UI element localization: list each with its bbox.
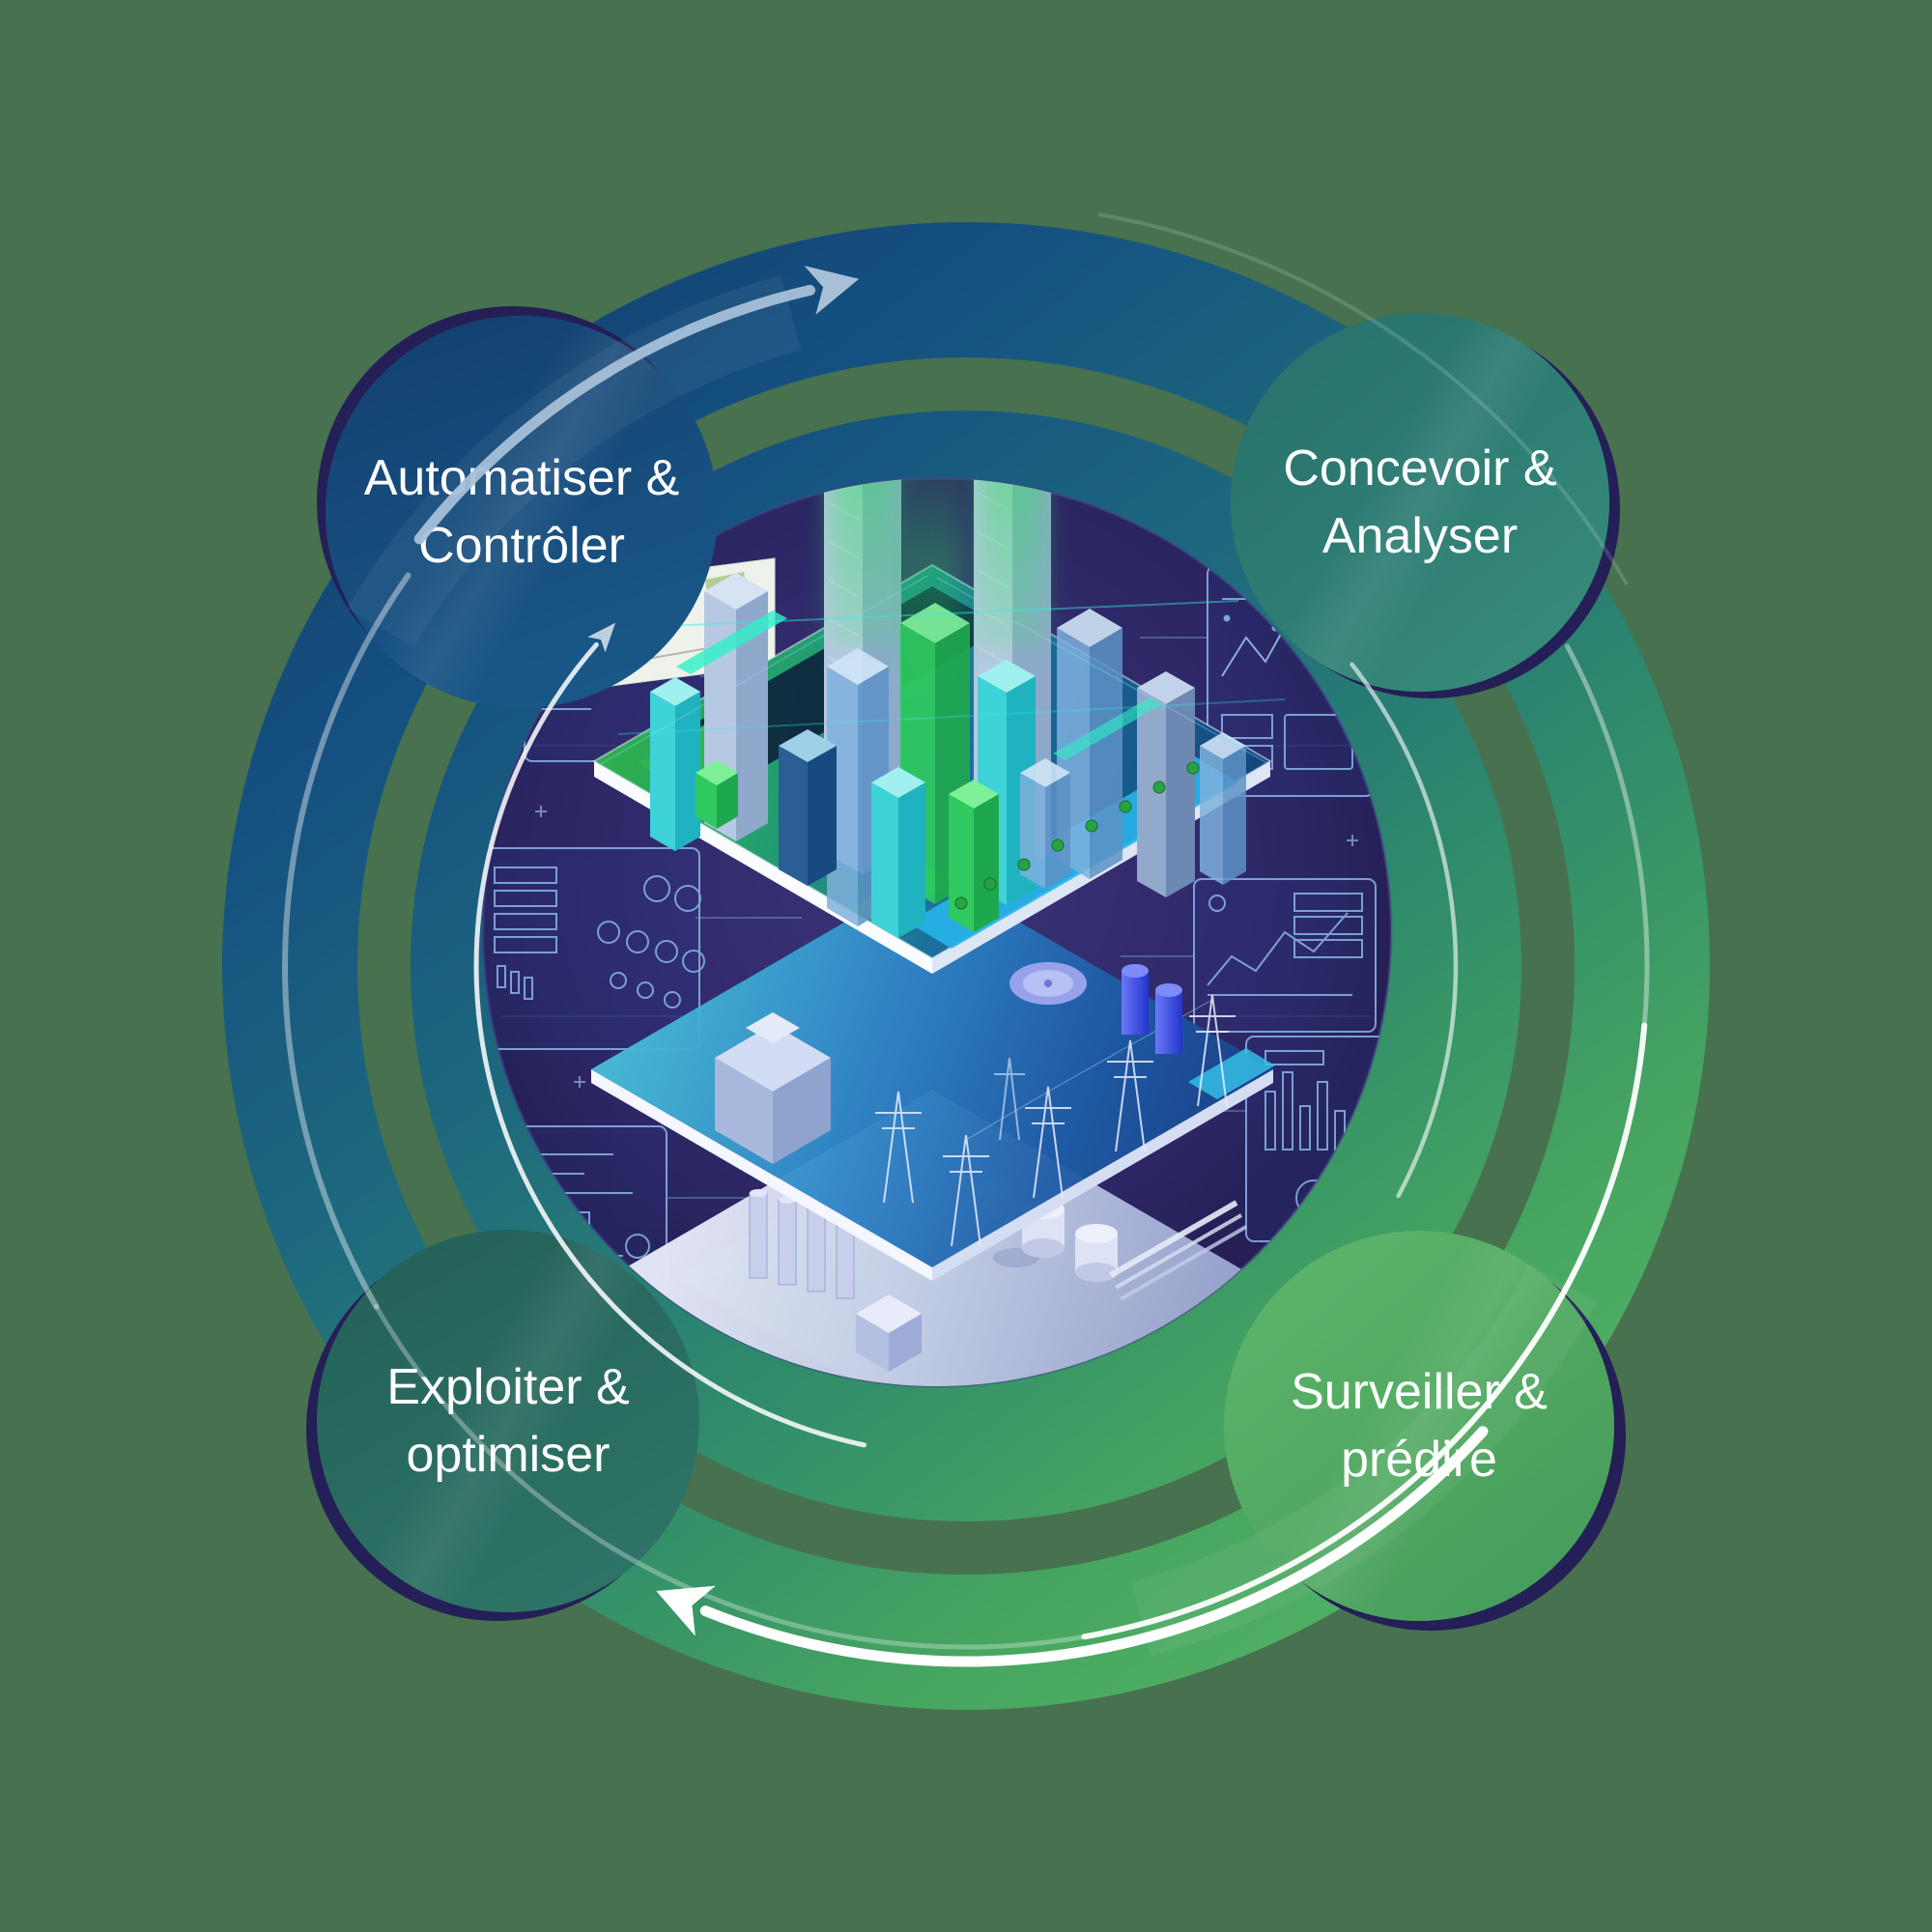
stage-circle-automate: Automatiser & Contrôler [326,316,718,708]
stage-label-line1: Surveiller & [1291,1364,1548,1420]
stage-label-line2: optimiser [406,1427,611,1483]
stage-circle-monitor: Surveiller & prédire [1224,1231,1614,1621]
stage-label-line1: Concevoir & [1283,440,1557,497]
stage-label-line1: Automatiser & [363,450,680,506]
stage-label-line2: Contrôler [418,518,625,574]
trees [954,761,1200,910]
stage-label-line2: prédire [1341,1432,1497,1488]
stage-label-line1: Exploiter & [386,1359,630,1415]
stage-circle-operate: Exploiter & optimiser [317,1230,699,1612]
stage-label-line2: Analyser [1321,508,1519,564]
clarifier-basin [1009,962,1087,1005]
stage-circle-design: Concevoir & Analyser [1231,313,1609,692]
